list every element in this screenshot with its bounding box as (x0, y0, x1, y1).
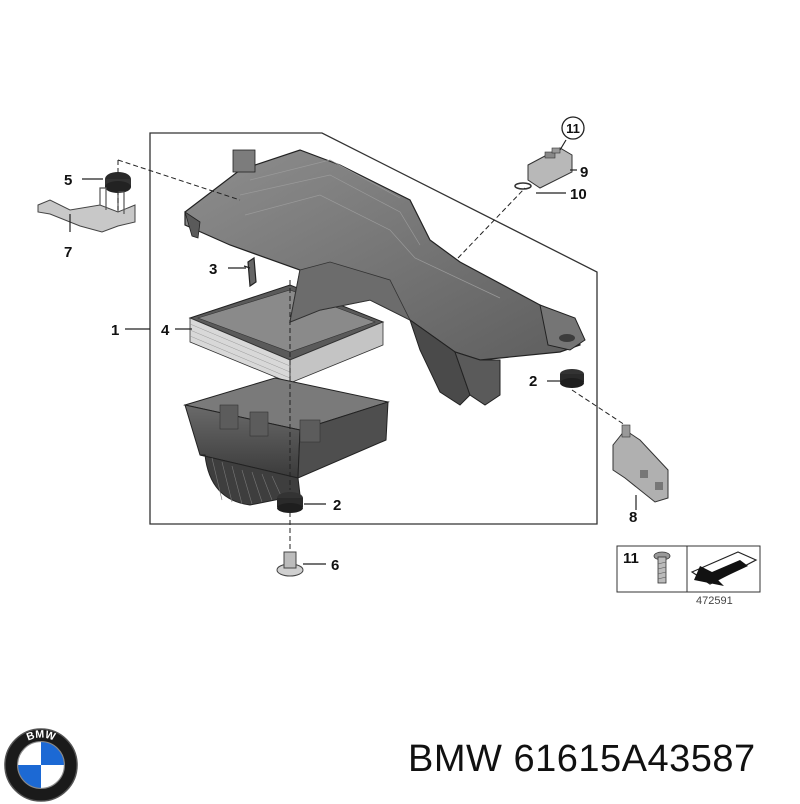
callout-9: 9 (580, 164, 588, 181)
grommet-part-2-right (560, 369, 584, 388)
callout-7: 7 (64, 244, 72, 261)
logo-letters: BMW (25, 729, 58, 744)
legend-callout-11: 11 (623, 550, 639, 567)
arrow-plate-icon (690, 551, 758, 586)
bracket-part-8 (612, 429, 669, 503)
callout-2-bottom: 2 (333, 497, 341, 514)
sensor-part-9 (527, 147, 573, 189)
callout-2-right: 2 (529, 373, 537, 390)
callout-6: 6 (331, 557, 339, 574)
screw-icon (653, 551, 671, 584)
seal-ring-part-10 (514, 182, 532, 190)
diagram-reference-number: 472591 (696, 595, 733, 607)
callout-3: 3 (209, 261, 217, 278)
callout-11-circle (561, 116, 585, 140)
intake-silencer-cover (184, 149, 586, 406)
lower-filter-housing (183, 377, 390, 506)
caption-part-number: 61615A43587 (513, 738, 756, 780)
clip-part-3 (243, 256, 257, 288)
callout-1: 1 (111, 322, 119, 339)
callout-8: 8 (629, 509, 637, 526)
caption-brand: BMW (408, 738, 503, 780)
bolt-part-6 (276, 551, 304, 577)
callout-leaders (69, 139, 637, 565)
grommet-part-2-bottom (277, 492, 303, 513)
dashed-leaders (117, 159, 626, 552)
bracket-part-7 (37, 199, 136, 233)
callout-11: 11 (566, 121, 580, 136)
legend-box: 11 (616, 545, 761, 593)
callout-4: 4 (161, 322, 170, 339)
part-caption: BMW 61615A43587 (408, 738, 756, 781)
callout-5: 5 (64, 172, 72, 189)
grommet-part-5 (105, 172, 131, 193)
callout-10: 10 (570, 186, 587, 203)
assembly-frame (149, 132, 598, 525)
bmw-logo: BMW (4, 728, 78, 802)
